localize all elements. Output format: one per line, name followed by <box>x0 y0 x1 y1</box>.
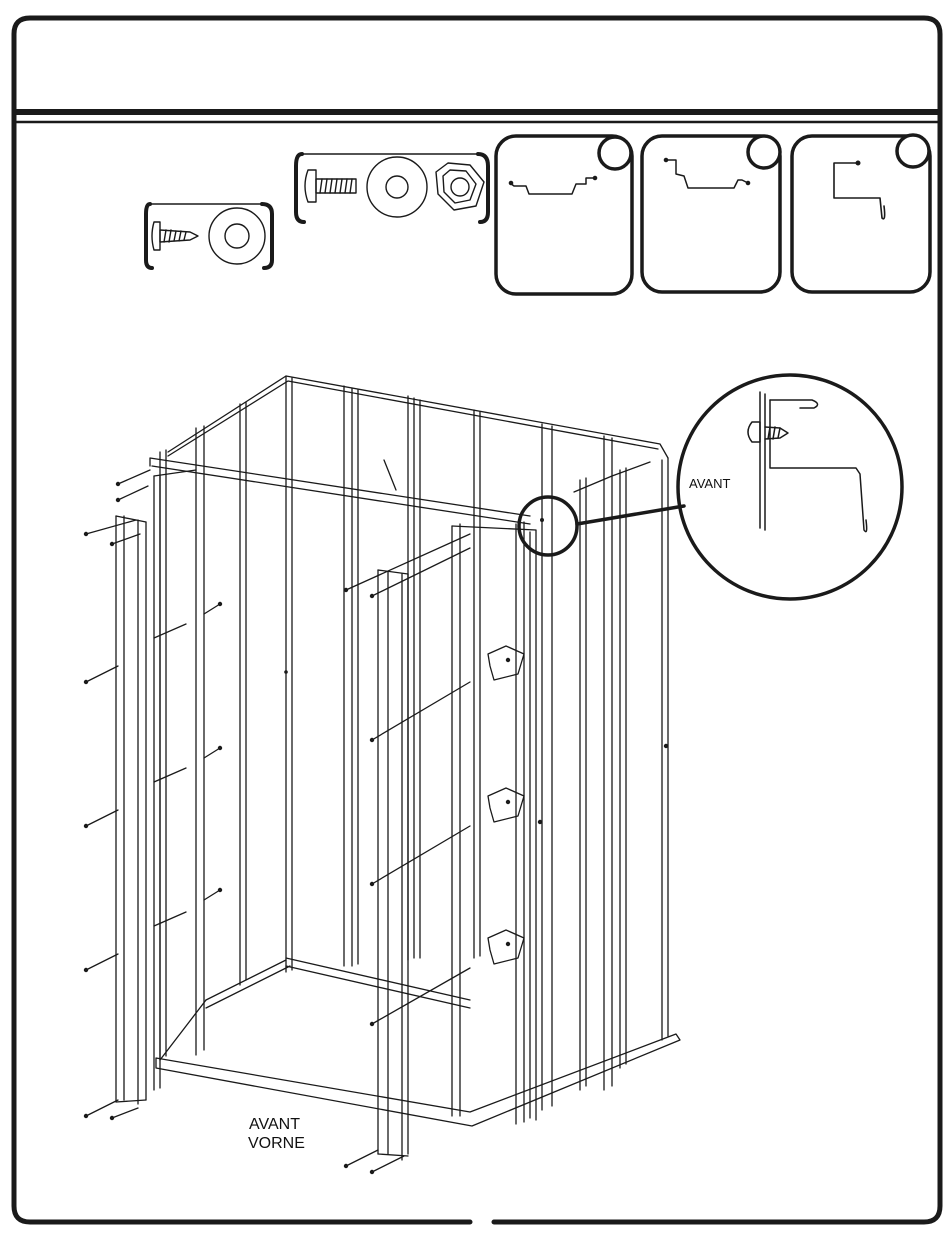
washer-icon <box>367 157 427 217</box>
channel-profile-icon <box>666 160 748 188</box>
part-number-circle <box>897 135 929 167</box>
profile-box-c <box>792 135 930 292</box>
part-number-circle <box>599 137 631 169</box>
hex-nut-icon <box>436 163 484 210</box>
screw-washer-box <box>146 204 272 268</box>
washer-icon <box>209 208 265 264</box>
front-label: AVANT <box>249 1117 300 1133</box>
profile-box-a <box>496 136 632 294</box>
screw-icon <box>152 222 198 250</box>
detail-front-label: AVANT <box>689 477 730 490</box>
detail-source-circle <box>519 497 577 555</box>
profile-box-b <box>642 136 780 292</box>
channel-profile-icon <box>510 178 595 194</box>
page-border <box>14 18 940 1222</box>
detail-joint-icon <box>748 392 867 532</box>
z-bracket-icon <box>834 163 885 219</box>
part-number-circle <box>748 136 780 168</box>
bolt-washer-nut-box <box>296 154 488 222</box>
shed-frame-illustration <box>84 376 680 1174</box>
bolt-icon <box>305 170 356 202</box>
front-label-german: VORNE <box>248 1136 305 1152</box>
